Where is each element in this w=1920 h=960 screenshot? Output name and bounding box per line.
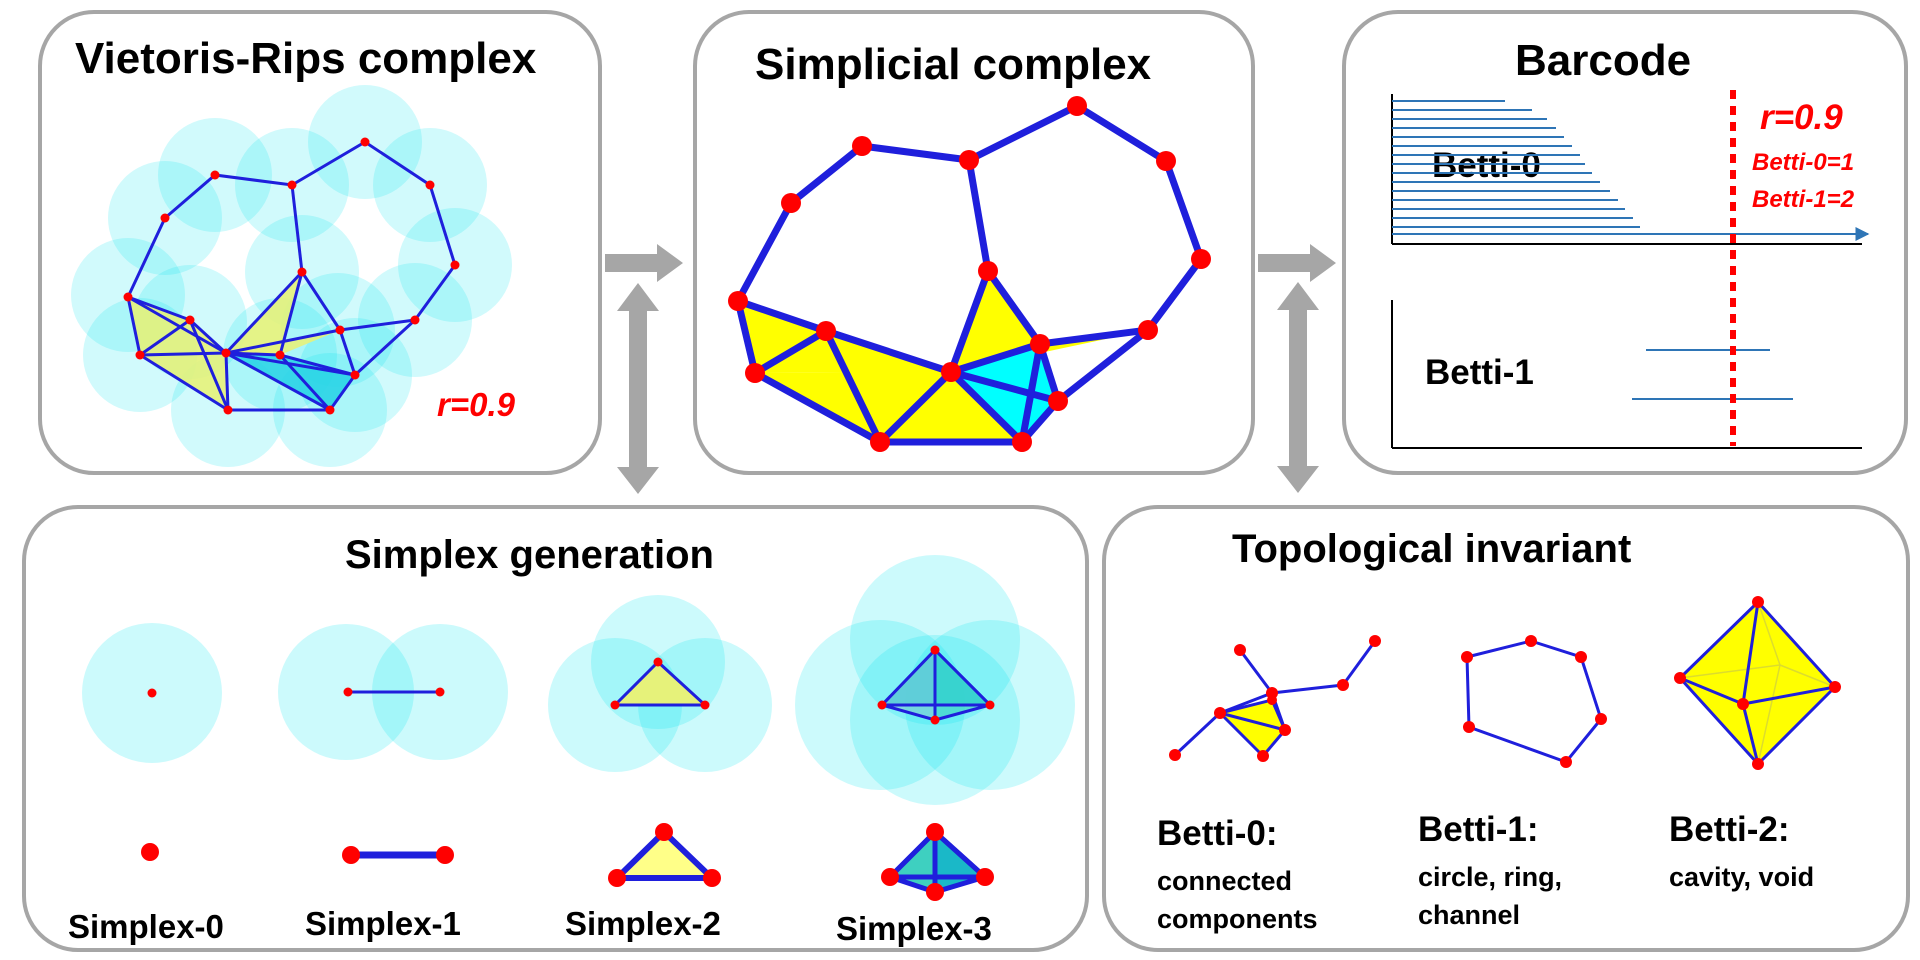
simplex-generation-title: Simplex generation [345, 533, 714, 577]
barcode-betti0-label: Betti-0 [1432, 146, 1541, 185]
arrow-up-down-icon [617, 283, 659, 494]
arrow-up-down-icon [1277, 282, 1319, 493]
betti2-name: Betti-2: [1669, 810, 1790, 849]
topological-invariant-title: Topological invariant [1232, 527, 1632, 571]
betti1-desc-line1: circle, ring, [1418, 862, 1563, 892]
betti1-name: Betti-1: [1418, 810, 1539, 849]
vietoris-rips-radius-label: r=0.9 [437, 386, 515, 423]
barcode-panel [1342, 10, 1908, 475]
betti0-description: connected components [1157, 862, 1318, 938]
betti2-desc-line1: cavity, void [1669, 862, 1815, 892]
betti0-name: Betti-0: [1157, 814, 1278, 853]
arrow-right-icon [605, 244, 683, 282]
arrow-right-icon [1258, 244, 1336, 282]
betti0-desc-line1: connected [1157, 866, 1293, 896]
betti1-desc-line2: channel [1418, 900, 1521, 930]
simplicial-complex-title: Simplicial complex [755, 40, 1152, 89]
simplex-1-label: Simplex-1 [305, 905, 461, 942]
barcode-betti1-value: Betti-1=2 [1752, 186, 1855, 213]
barcode-title: Barcode [1515, 36, 1692, 85]
betti0-desc-line2: components [1157, 904, 1318, 934]
betti2-description: cavity, void [1669, 858, 1814, 896]
simplex-2-label: Simplex-2 [565, 905, 721, 942]
barcode-betti1-label: Betti-1 [1425, 353, 1534, 392]
barcode-radius-label: r=0.9 [1760, 98, 1843, 137]
barcode-betti0-value: Betti-0=1 [1752, 149, 1855, 176]
simplex-0-label: Simplex-0 [68, 908, 224, 945]
vietoris-rips-title: Vietoris-Rips complex [75, 34, 537, 83]
simplex-3-label: Simplex-3 [836, 910, 992, 947]
betti1-description: circle, ring, channel [1418, 858, 1562, 934]
